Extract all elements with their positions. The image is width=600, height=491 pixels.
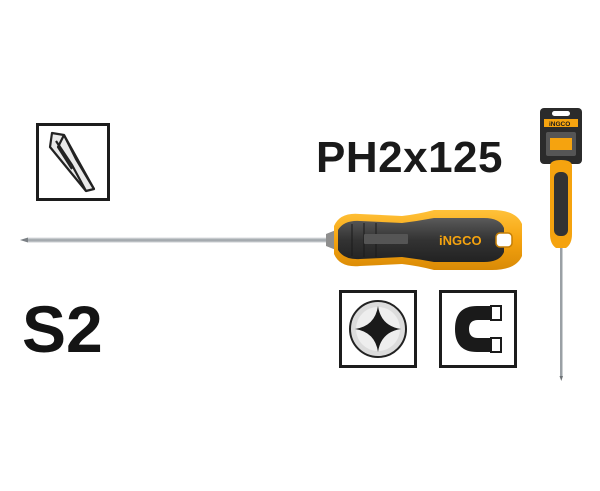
screwdriver-illustration: iNGCO xyxy=(20,210,522,270)
phillips-head-icon-frame xyxy=(339,290,417,368)
screwdriver-shaft xyxy=(28,237,328,243)
handle-brand-logo: iNGCO xyxy=(439,233,482,248)
phillips-tip-side-icon xyxy=(48,131,96,193)
magnetic-icon-frame xyxy=(439,290,517,368)
packaged-shaft xyxy=(560,248,563,376)
material-label: S2 xyxy=(22,292,103,366)
phillips-cross-icon xyxy=(349,300,407,358)
handle-hang-hole xyxy=(495,232,513,248)
card-brand-logo: iNGCO xyxy=(549,121,570,128)
phillips-tip-icon-frame xyxy=(36,123,110,201)
packaged-screwdriver: iNGCO xyxy=(540,108,582,381)
model-label: PH2x125 xyxy=(316,133,503,182)
handle-grip xyxy=(338,218,504,262)
magnet-icon xyxy=(455,305,502,353)
screwdriver-tip xyxy=(20,237,28,243)
